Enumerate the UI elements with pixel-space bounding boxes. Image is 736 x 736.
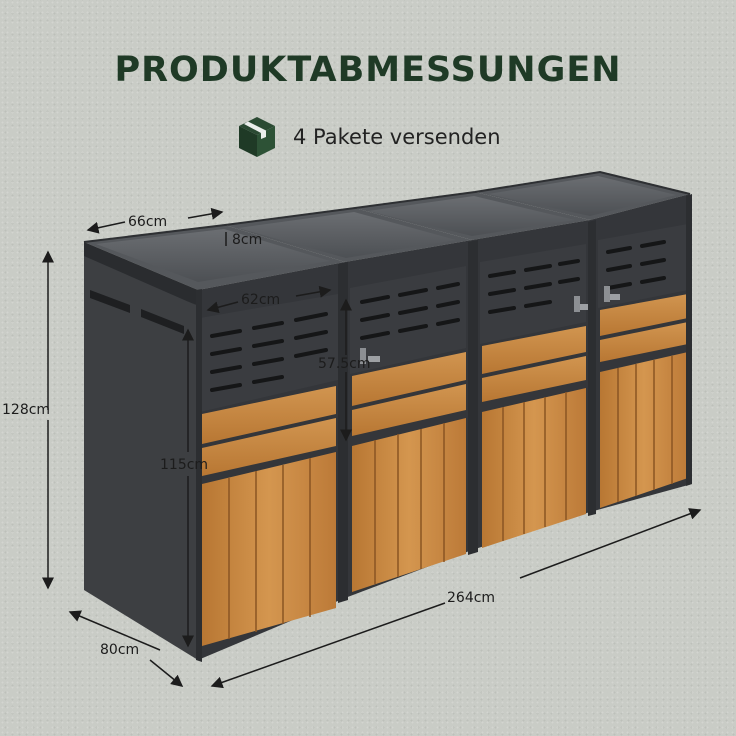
package-box-icon [239, 117, 275, 157]
label-body-height: 115cm [160, 457, 209, 473]
subtitle-text: 4 Pakete versenden [293, 125, 501, 149]
subtitle-row: 4 Pakete versenden [237, 114, 501, 160]
label-rim-height: 8cm [232, 232, 263, 248]
dimension-lines [42, 207, 702, 689]
compartment-2 [350, 266, 466, 592]
label-opening-height: 57.5cm [318, 356, 371, 372]
compartment-4 [598, 224, 688, 508]
top-lids [83, 170, 691, 290]
compartment-3 [480, 244, 590, 548]
label-inner-width: 62cm [241, 292, 281, 308]
label-total-height: 128cm [2, 402, 51, 418]
left-side-panel [84, 252, 198, 660]
label-depth: 80cm [100, 642, 140, 658]
label-total-width: 264cm [447, 590, 496, 606]
page-title: PRODUKTABMESSUNGEN [114, 50, 622, 90]
label-lid-width: 66cm [128, 214, 168, 230]
compartment-1 [200, 294, 338, 646]
